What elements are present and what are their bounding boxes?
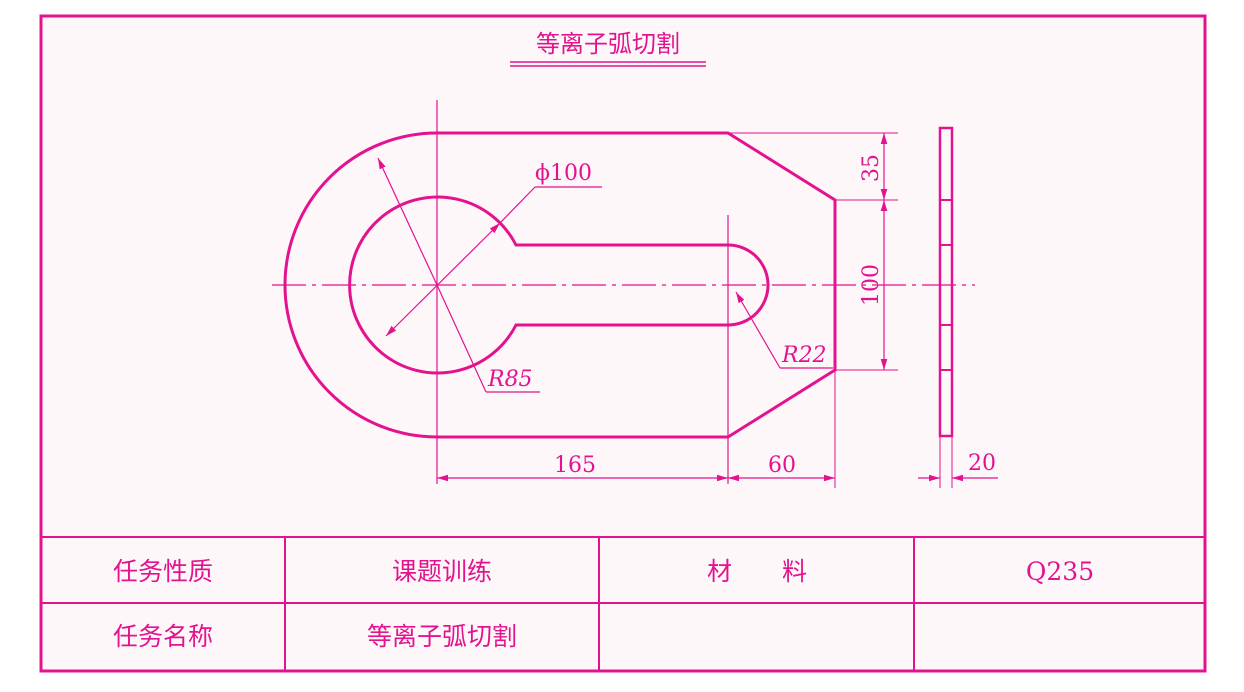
sheet-border — [39, 14, 1207, 673]
dim-line-phi100-leader — [499, 186, 536, 224]
side-view-plate — [938, 126, 954, 438]
table-cell-r1c1: 任务性质 — [113, 557, 213, 586]
table-cell-r2c1: 任务名称 — [113, 622, 213, 651]
table-cell-r2c2: 等离子弧切割 — [367, 622, 517, 651]
dim-label-100: 100 — [859, 264, 884, 306]
part-outer-profile — [283, 131, 837, 439]
dim-label-phi100: ϕ100 — [535, 161, 592, 186]
dim-label-165: 165 — [554, 453, 596, 478]
dim-label-60: 60 — [768, 453, 796, 478]
dim-label-r22: R22 — [781, 343, 827, 368]
table-cell-r1c4: Q235 — [1026, 557, 1094, 586]
table-cell-r1c2: 课题训练 — [392, 557, 492, 586]
dim-line-r22 — [735, 291, 781, 369]
dim-label-r85: R85 — [487, 367, 533, 392]
dim-label-20: 20 — [968, 451, 996, 476]
table-cell-r1c3: 材 料 — [707, 557, 807, 586]
drawing-title: 等离子弧切割 — [536, 30, 680, 58]
part-inner-keyhole — [348, 195, 770, 375]
dim-label-35: 35 — [859, 154, 884, 182]
dim-line-phi100 — [385, 222, 501, 337]
